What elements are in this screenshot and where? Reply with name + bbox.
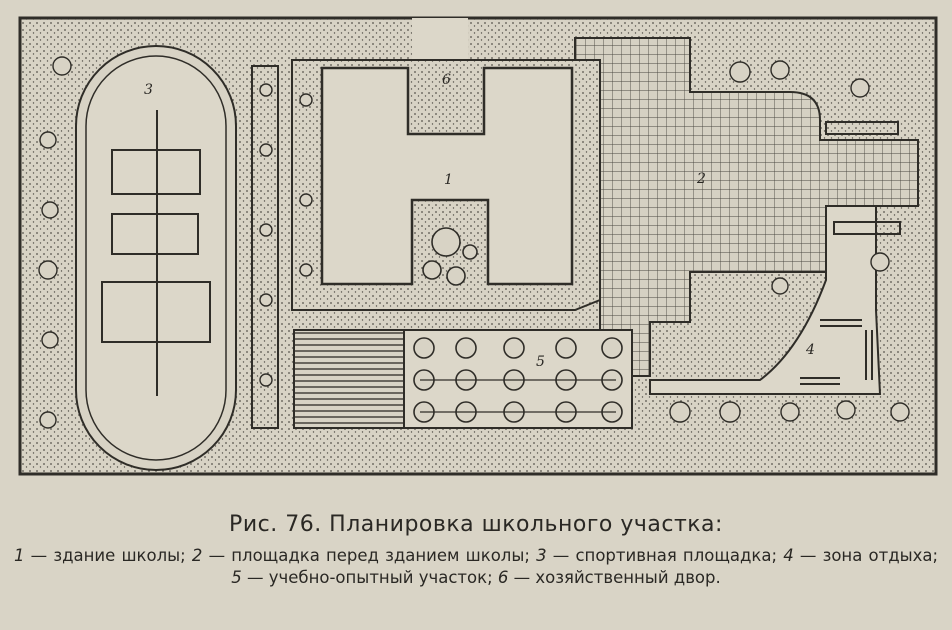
legend-text-1: — здание школы; (30, 546, 186, 565)
legend-num-6: 6 (497, 568, 509, 587)
front-area-grid (574, 37, 919, 377)
legend-num-1: 1 (14, 546, 25, 565)
border-shrubs (38, 56, 910, 429)
bench-mid (833, 221, 901, 235)
site-plan: 3 2 1 6 5 (18, 16, 938, 476)
bench-top (825, 121, 899, 135)
label-5: 5 (536, 354, 545, 370)
label-2: 2 (696, 171, 706, 187)
legend-text-3: — спортивная площадка; (552, 546, 778, 565)
legend-num-3: 3 (536, 546, 547, 565)
benches (800, 319, 873, 385)
legend-text-2: — площадка перед зданием школы; (208, 546, 530, 565)
legend-text-4: — зона отдыха; (799, 546, 939, 565)
label-1: 1 (444, 172, 453, 188)
school-building (320, 66, 574, 286)
courtyard-trees (422, 227, 478, 286)
experimental-plot-beds (293, 329, 405, 429)
legend-num-5: 5 (231, 568, 242, 587)
legend: 1 — здание школы; 2 — площадка перед зда… (0, 545, 952, 589)
caption-title: Рис. 76. Планировка школьного участка: (229, 512, 723, 537)
sports-ground: 3 (75, 45, 237, 471)
label-3: 3 (144, 82, 153, 98)
label-6: 6 (442, 72, 451, 88)
orchard-trees (413, 337, 623, 423)
legend-num-2: 2 (191, 546, 203, 565)
legend-num-4: 4 (783, 546, 794, 565)
tree-alley (251, 65, 279, 429)
label-4: 4 (805, 342, 815, 358)
legend-text-5: — учебно-опытный участок; (246, 568, 493, 587)
legend-text-6: — хозяйственный двор. (513, 568, 721, 587)
figure-caption: Рис. 76. Планировка школьного участка: 1… (0, 512, 952, 589)
